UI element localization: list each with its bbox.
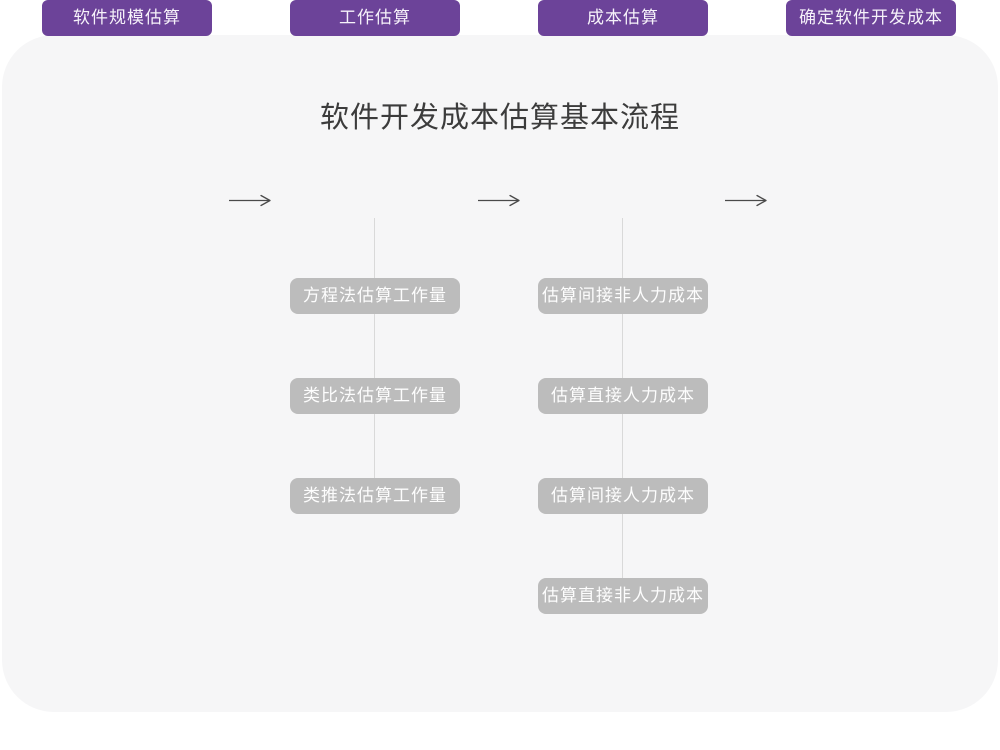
- node-work-estimation: 工作估算: [290, 0, 460, 36]
- connector-line-work-estimation: [374, 218, 375, 496]
- node-analogy-method-workload: 类推法估算工作量: [290, 478, 460, 514]
- node-direct-nonlabor-cost: 估算直接非人力成本: [538, 578, 708, 614]
- flow-arrow-icon: [228, 194, 272, 207]
- diagram-canvas: [2, 35, 998, 712]
- node-cost-estimation: 成本估算: [538, 0, 708, 36]
- flow-arrow-icon: [724, 194, 768, 207]
- node-equation-method-workload: 方程法估算工作量: [290, 278, 460, 314]
- node-indirect-labor-cost: 估算间接人力成本: [538, 478, 708, 514]
- node-software-scale-estimation: 软件规模估算: [42, 0, 212, 36]
- node-determine-software-dev-cost: 确定软件开发成本: [786, 0, 956, 36]
- diagram-title: 软件开发成本估算基本流程: [319, 102, 680, 134]
- node-indirect-nonlabor-cost: 估算间接非人力成本: [538, 278, 708, 314]
- node-direct-labor-cost: 估算直接人力成本: [538, 378, 708, 414]
- flow-arrow-icon: [477, 194, 521, 207]
- node-comparison-method-workload: 类比法估算工作量: [290, 378, 460, 414]
